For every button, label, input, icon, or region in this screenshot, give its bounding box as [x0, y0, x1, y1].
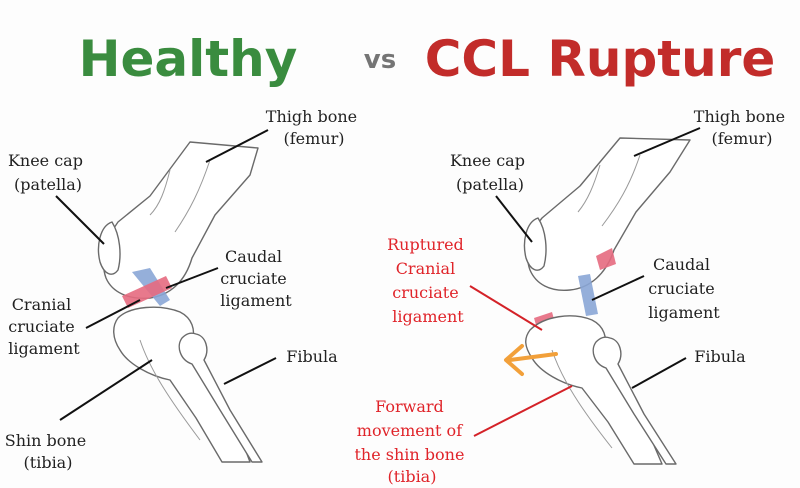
rupture-label-thigh-bone: Thigh bone (femur): [694, 107, 790, 148]
rupture-tibia-detail: [551, 349, 613, 449]
healthy-label-knee-cap: Knee cap (patella): [8, 151, 88, 194]
healthy-femur-detail: [149, 159, 211, 233]
rupture-torn-ligament-top: [596, 248, 616, 270]
rupture-label-fibula: Fibula: [694, 347, 746, 366]
healthy-label-shin-bone: Shin bone (tibia): [5, 431, 92, 472]
title-healthy: Healthy: [79, 30, 298, 88]
rupture-leader-fibula: [631, 357, 687, 389]
forward-movement-arrow: [504, 344, 558, 376]
healthy-leader-thigh: [205, 129, 269, 163]
healthy-knee-illustration: [97, 141, 263, 463]
rupture-label-knee-cap: Knee cap (patella): [450, 151, 530, 194]
rupture-leader-caudal: [591, 275, 645, 301]
title-vs: vs: [364, 45, 396, 75]
rupture-label-caudal: Caudal cruciate ligament: [648, 255, 720, 322]
healthy-leader-caudal: [165, 267, 219, 289]
healthy-leader-kneecap: [55, 195, 105, 245]
healthy-label-fibula: Fibula: [286, 347, 338, 366]
rupture-leader-thigh: [633, 127, 701, 157]
healthy-patella: [97, 221, 121, 275]
healthy-leader-cranial: [85, 299, 141, 329]
healthy-leader-shin: [59, 359, 153, 421]
rupture-caudal-ligament: [578, 274, 598, 316]
rupture-leader-forward: [473, 385, 573, 437]
healthy-label-cranial: Cranial cruciate ligament: [8, 295, 80, 358]
rupture-label-forward: Forward movement of the shin bone (tibia…: [354, 397, 469, 486]
healthy-tibia: [113, 306, 251, 463]
healthy-leader-fibula: [223, 357, 277, 385]
rupture-fibula: [592, 336, 677, 465]
rupture-label-ruptured: Ruptured Cranial cruciate ligament: [387, 235, 469, 326]
rupture-tibia: [525, 315, 663, 465]
healthy-cranial-ligament: [122, 276, 172, 308]
healthy-label-thigh-bone: Thigh bone (femur): [266, 107, 362, 148]
rupture-leader-ruptured: [469, 285, 543, 331]
healthy-tibia-detail: [139, 339, 201, 441]
rupture-knee-illustration: [504, 137, 691, 465]
title-rupture: CCL Rupture: [425, 30, 776, 88]
rupture-leader-kneecap: [495, 195, 533, 243]
healthy-label-caudal: Caudal cruciate ligament: [220, 247, 292, 310]
healthy-fibula: [178, 332, 263, 463]
rupture-femur-detail: [577, 154, 641, 227]
